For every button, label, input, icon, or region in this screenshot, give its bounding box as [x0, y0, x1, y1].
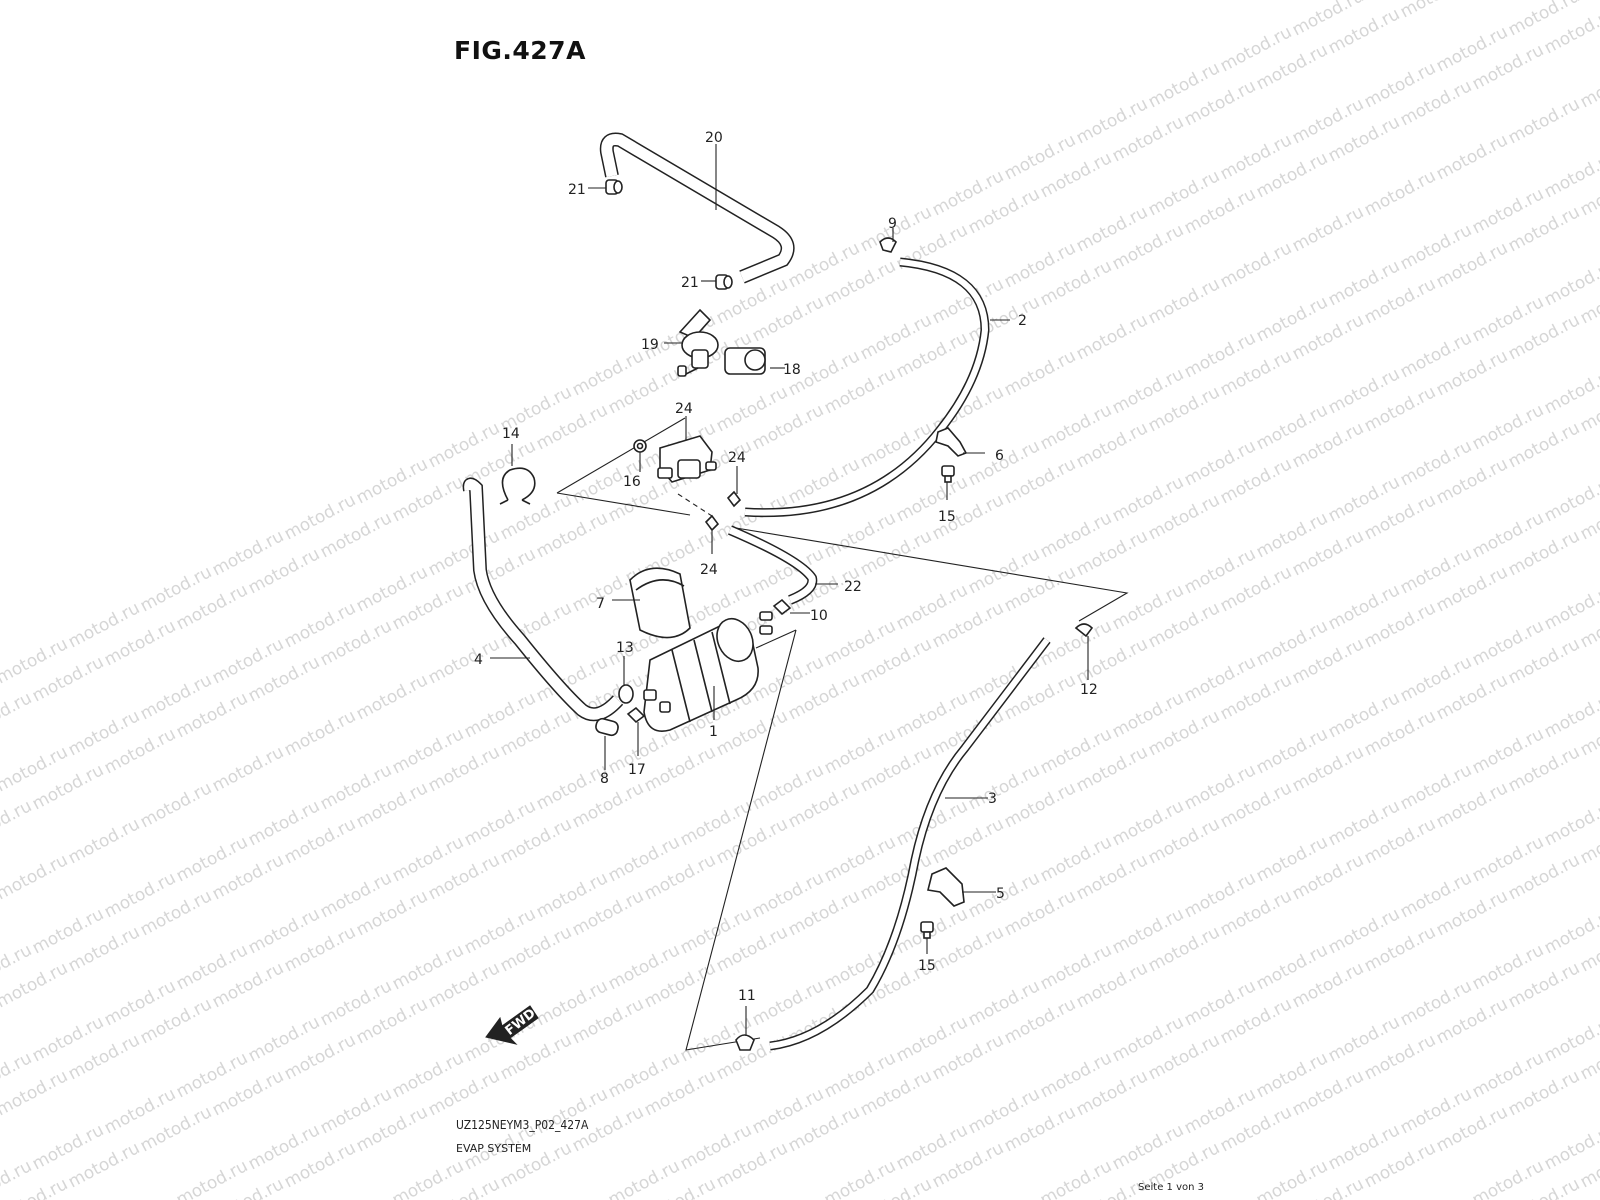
leader-lines: [490, 144, 1089, 1036]
callout-8: 8: [600, 771, 609, 787]
reference-line: [685, 629, 797, 1051]
part-3-hose: [769, 637, 1051, 1051]
diagram-caption: EVAP SYSTEM: [456, 1142, 532, 1155]
part-24-clamp-lower: [704, 514, 720, 532]
part-14-wire-clamp: [499, 467, 536, 505]
callout-11: 11: [738, 988, 756, 1004]
reference-line: [556, 417, 686, 494]
callout-9: 9: [888, 216, 897, 232]
part-7-band: [629, 567, 691, 639]
callout-19: 19: [641, 337, 659, 353]
reference-line: [755, 629, 797, 649]
callout-10: 10: [810, 608, 828, 624]
part-17-clamp: [626, 706, 646, 724]
part-13-ring-clamp: [618, 684, 634, 704]
callout-4: 4: [474, 652, 483, 668]
part-9-clamp: [879, 237, 897, 253]
callout-16: 16: [623, 474, 641, 490]
callout-5: 5: [996, 886, 1005, 902]
part-21-clamp-middle: [715, 274, 733, 290]
part-15-bolt-lower: [920, 921, 934, 939]
callout-7: 7: [596, 596, 605, 612]
callout-21-middle: 21: [681, 275, 699, 291]
part-23-solenoid-valve: [657, 435, 717, 483]
callout-1: 1: [709, 724, 718, 740]
part-1-canister: [643, 611, 773, 732]
part-2-hose: [744, 257, 990, 518]
callout-labels: 20 21 21 19 18 9 2 6 15 24 16 24 24 14 2…: [474, 130, 1098, 1004]
callout-2: 2: [1018, 313, 1027, 329]
part-16-nut: [633, 439, 647, 453]
part-6-clip: [935, 427, 968, 457]
part-12-clamp: [1074, 623, 1094, 638]
part-8-cap: [595, 717, 619, 737]
diagram-code: UZ125NEYM3_P02_427A: [456, 1118, 589, 1132]
part-5-bracket: [927, 867, 965, 907]
reference-line: [735, 527, 1129, 622]
part-22-hose: [728, 525, 818, 605]
callout-24-lower: 24: [700, 562, 718, 578]
part-11-clamp: [735, 1034, 755, 1051]
part-19-valve: [677, 308, 719, 377]
callout-22: 22: [844, 579, 862, 595]
figure-title: FIG.427A: [454, 36, 586, 65]
fwd-arrow: FWD: [485, 1005, 539, 1045]
part-21-clamp-top: [605, 179, 623, 195]
callout-13: 13: [616, 640, 634, 656]
part-4-hose: [462, 477, 624, 722]
callout-14: 14: [502, 426, 520, 442]
dashed-connection: [677, 493, 713, 517]
callout-24-upper: 24: [728, 450, 746, 466]
callout-12: 12: [1080, 682, 1098, 698]
callout-15-upper: 15: [938, 509, 956, 525]
callout-15-lower: 15: [918, 958, 936, 974]
callout-18: 18: [783, 362, 801, 378]
reference-line: [556, 492, 691, 516]
callout-21-top: 21: [568, 182, 586, 198]
callout-23: 24: [675, 401, 693, 417]
callout-20: 20: [705, 130, 723, 146]
reference-lines: [556, 417, 1129, 1051]
page-indicator: Seite 1 von 3: [1138, 1182, 1204, 1193]
callout-3: 3: [988, 791, 997, 807]
part-15-bolt-upper: [941, 465, 955, 483]
part-18-bracket: [724, 347, 766, 375]
callout-6: 6: [995, 448, 1004, 464]
part-20-hose: [599, 132, 795, 284]
part-10-clamp: [772, 598, 792, 616]
part-24-clamp-upper: [726, 490, 742, 508]
callout-17: 17: [628, 762, 646, 778]
